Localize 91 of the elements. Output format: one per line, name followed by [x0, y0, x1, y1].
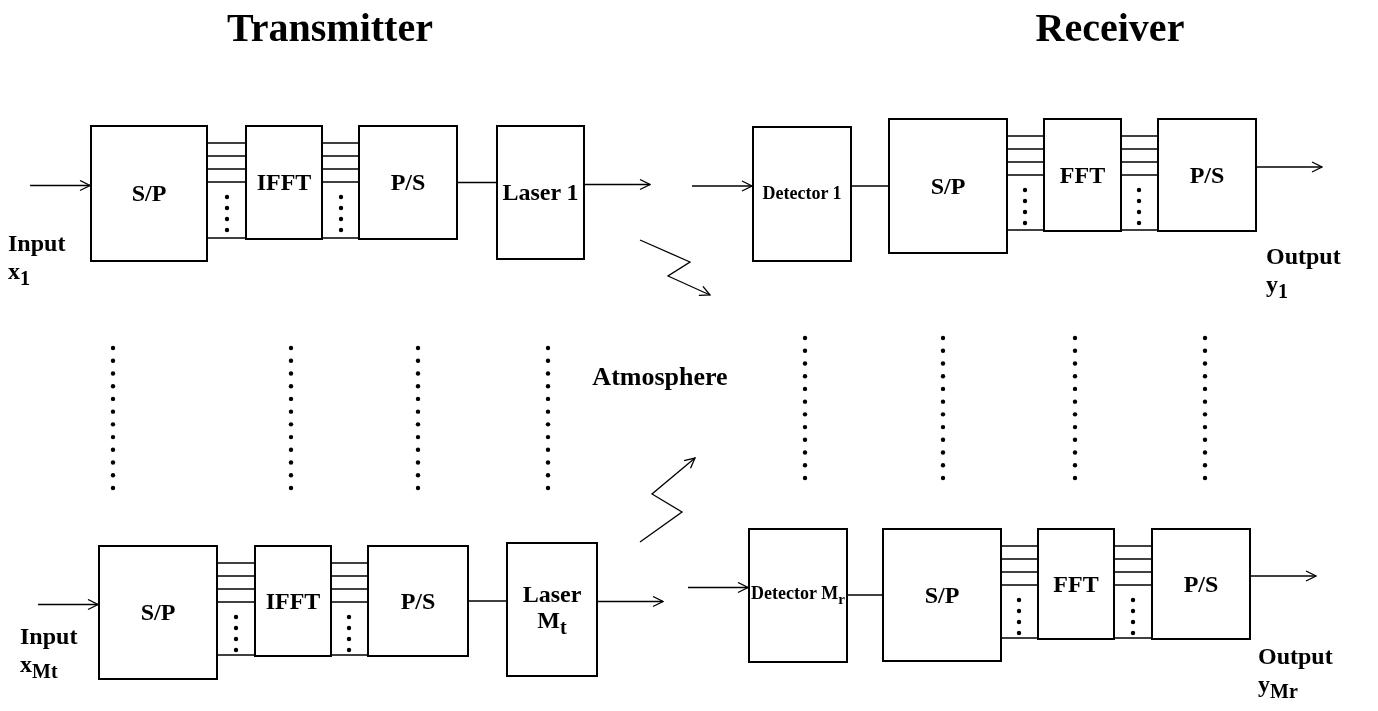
connector-line — [1121, 148, 1158, 150]
block-label: S/P — [930, 172, 966, 200]
process-box — [90, 125, 208, 262]
arrow — [1250, 570, 1317, 582]
process-box — [98, 545, 218, 680]
connector-line — [1121, 229, 1158, 231]
connector-line — [1121, 174, 1158, 176]
connector-line — [1114, 584, 1152, 586]
process-box — [506, 542, 598, 677]
connector-line — [1114, 545, 1152, 547]
process-box — [367, 545, 469, 657]
connector-line — [207, 168, 246, 170]
block-label: P/S — [390, 169, 426, 196]
block-label: Laser M$_{t}$ — [521, 580, 583, 639]
process-box — [496, 125, 585, 260]
process-box — [1043, 118, 1122, 232]
process-box — [358, 125, 458, 240]
connector-line — [207, 181, 246, 183]
connector-line — [207, 155, 246, 157]
arrow — [29, 179, 91, 192]
block-label: Detector M$_{r}$ — [751, 583, 845, 608]
io-label: Input x$_{Mt}$ — [20, 623, 79, 683]
connector-line — [1007, 161, 1044, 163]
connector-line — [1001, 584, 1038, 586]
process-box — [1151, 528, 1251, 640]
connector-line — [1114, 637, 1152, 639]
block-label: P/S — [400, 587, 436, 615]
arrow — [597, 595, 664, 608]
block-label: S/P — [140, 599, 176, 626]
arrow — [37, 598, 99, 611]
connector-line — [331, 562, 368, 564]
process-box — [245, 125, 323, 240]
connector-line — [851, 185, 889, 187]
block-label: FFT — [1059, 161, 1106, 189]
block-label: Detector 1 — [762, 184, 842, 204]
connector-line — [457, 181, 497, 184]
block-label: S/P — [131, 180, 167, 207]
connector-line — [1121, 161, 1158, 163]
connector-line — [1007, 229, 1044, 231]
connector-line — [1007, 174, 1044, 176]
process-box — [888, 118, 1008, 254]
connector-line — [1001, 571, 1038, 573]
connector-line — [1001, 558, 1038, 560]
connector-line — [847, 594, 883, 596]
connector-line — [1121, 135, 1158, 137]
connector-line — [217, 562, 255, 564]
block-label: S/P — [924, 581, 960, 609]
connector-line — [217, 575, 255, 577]
connector-line — [1007, 135, 1044, 137]
connector-line — [217, 601, 255, 603]
arrow — [691, 180, 753, 192]
process-box — [254, 545, 332, 657]
connector-line — [322, 168, 359, 170]
connector-line — [1114, 571, 1152, 573]
block-label: FFT — [1053, 570, 1099, 598]
io-label: Atmosphere — [591, 362, 729, 392]
process-box — [752, 126, 852, 262]
connector-line — [1114, 558, 1152, 560]
connector-line — [217, 588, 255, 590]
io-label: Output y$_{1}$ — [1266, 243, 1342, 303]
connector-line — [322, 181, 359, 183]
arrow — [1256, 161, 1323, 173]
arrow — [687, 581, 749, 594]
io-label: Output y$_{Mr}$ — [1258, 643, 1334, 703]
block-label: IFFT — [256, 169, 312, 196]
connector-line — [331, 601, 368, 603]
connector-line — [1001, 637, 1038, 639]
connector-line — [322, 142, 359, 144]
arrow — [584, 178, 651, 191]
connector-line — [322, 155, 359, 157]
process-box — [748, 528, 848, 663]
block-label: P/S — [1189, 161, 1225, 189]
connector-line — [331, 575, 368, 577]
section-heading: Transmitter — [226, 5, 434, 51]
connector-line — [1001, 545, 1038, 547]
connector-line — [468, 600, 507, 602]
block-label: Laser 1 — [502, 179, 579, 206]
connector-line — [322, 237, 359, 239]
block-label: P/S — [1183, 570, 1219, 598]
process-box — [1157, 118, 1257, 232]
process-box — [882, 528, 1002, 662]
connector-line — [217, 654, 255, 656]
connector-line — [331, 588, 368, 590]
section-heading: Receiver — [1034, 5, 1186, 51]
connector-line — [207, 237, 246, 239]
connector-line — [207, 142, 246, 144]
connector-line — [1007, 148, 1044, 150]
block-label: IFFT — [265, 587, 321, 615]
io-label: Input x$_{1}$ — [8, 230, 67, 290]
process-box — [1037, 528, 1115, 640]
connector-line — [331, 654, 368, 656]
